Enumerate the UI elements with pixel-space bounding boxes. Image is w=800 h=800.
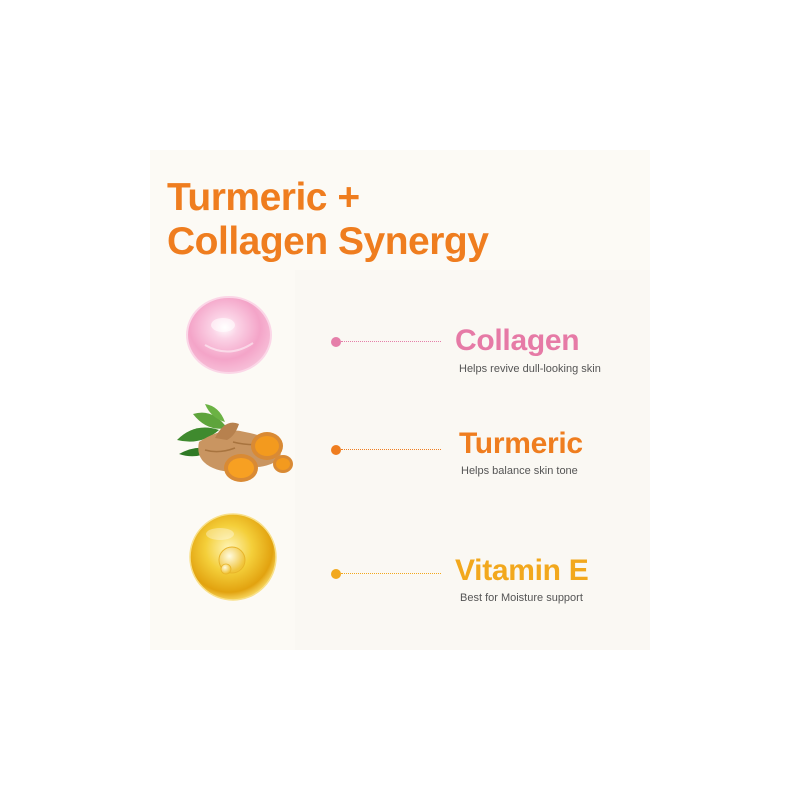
ingredient-vitamin-e: Vitamin E Best for Moisture support [0, 510, 800, 604]
headline-line-1: Turmeric + [167, 176, 360, 219]
ingredient-name: Turmeric [459, 427, 583, 460]
turmeric-connector-line [341, 449, 441, 450]
ingredient-name: Vitamin E [455, 554, 589, 587]
ingredient-turmeric: Turmeric Helps balance skin tone [0, 400, 800, 482]
background-panel-inner [295, 270, 650, 650]
ingredient-name: Collagen [455, 324, 580, 357]
ingredient-description: Best for Moisture support [460, 592, 583, 604]
collagen-sphere-icon [186, 296, 272, 374]
collagen-connector-line [341, 341, 441, 342]
ingredient-description: Helps balance skin tone [461, 465, 578, 477]
headline-line-2: Collagen Synergy [167, 220, 489, 263]
ingredient-description: Helps revive dull-looking skin [459, 363, 601, 375]
turmeric-dot-icon [331, 445, 341, 455]
vitamin-e-connector-line [341, 573, 441, 574]
turmeric-root-icon [177, 404, 293, 482]
ingredient-collagen: Collagen Helps revive dull-looking skin [0, 295, 800, 375]
collagen-dot-icon [331, 337, 341, 347]
vitamin-e-dot-icon [331, 569, 341, 579]
vitamin-e-oil-drop-icon [189, 513, 277, 601]
headline: Turmeric + Collagen Synergy [167, 176, 489, 264]
